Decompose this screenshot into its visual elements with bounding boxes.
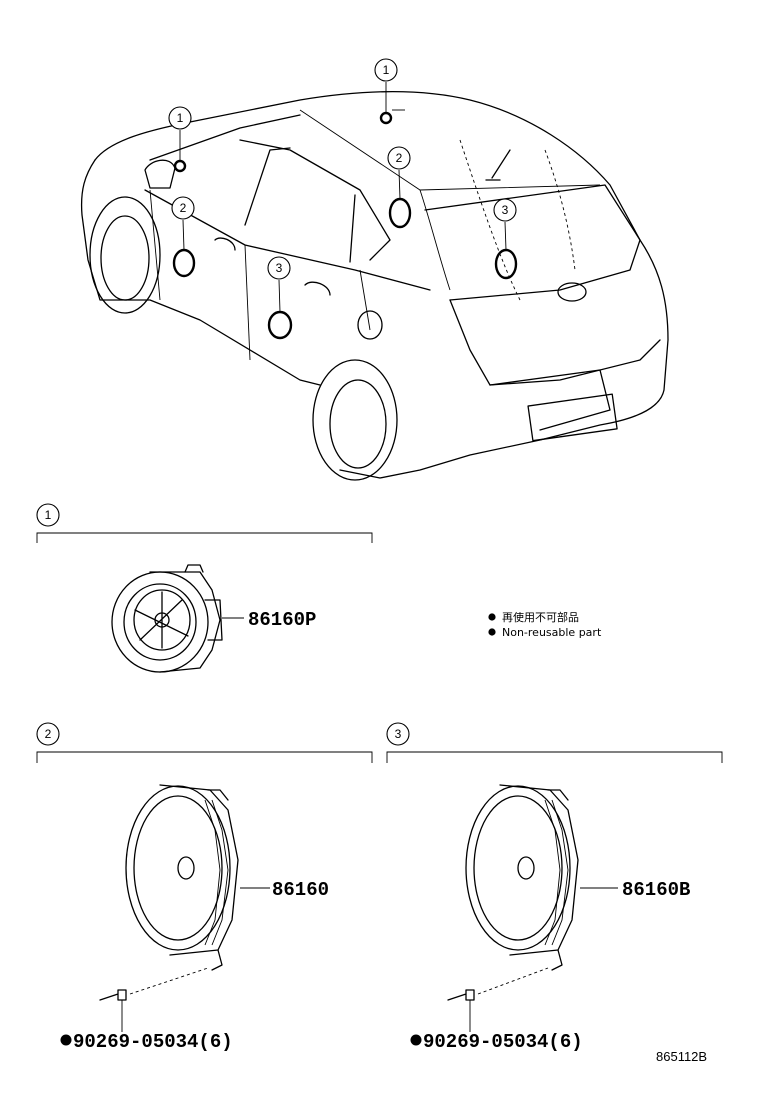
section-3-header: 3 [386,722,723,763]
svg-text:3: 3 [502,203,509,217]
svg-text:3: 3 [276,261,283,275]
section-1-header: 1 [36,503,373,543]
callout-2-right-door: 2 [387,146,411,170]
legend-bullet-icon [488,628,496,636]
legend-bullet-icon [488,613,496,621]
callout-1-roof: 1 [374,58,398,82]
front-speaker-drawing [99,784,270,1032]
callout-3-rear-door: 3 [267,256,291,280]
svg-text:2: 2 [180,201,187,215]
svg-text:1: 1 [45,508,52,522]
tweeter-drawing [111,564,244,673]
legend-japanese: 再使用不可部品 [502,610,579,624]
svg-text:2: 2 [396,151,403,165]
svg-text:1: 1 [177,111,184,125]
section-2-header: 2 [36,722,373,763]
callout-1-mirror: 1 [168,106,192,130]
svg-text:3: 3 [395,727,402,741]
part-90269-label-front: 90269-05034(6) [73,1031,233,1053]
diagram-code: 865112B [656,1049,707,1064]
part-86160-label: 86160 [272,879,329,901]
part-90269-label-rear: 90269-05034(6) [423,1031,583,1053]
rear-speaker-drawing [447,784,618,1032]
callout-3-right-rear: 3 [493,198,517,222]
part-86160P-label: 86160P [248,609,316,631]
non-reusable-bullet-icon [60,1034,72,1046]
svg-text:1: 1 [383,63,390,77]
svg-text:2: 2 [45,727,52,741]
non-reusable-bullet-icon [410,1034,422,1046]
legend-english: Non-reusable part [502,626,602,639]
legend: 再使用不可部品 Non-reusable part [488,610,602,639]
car-illustration [80,82,669,481]
callout-2-front-door: 2 [171,196,195,220]
part-86160B-label: 86160B [622,879,690,901]
